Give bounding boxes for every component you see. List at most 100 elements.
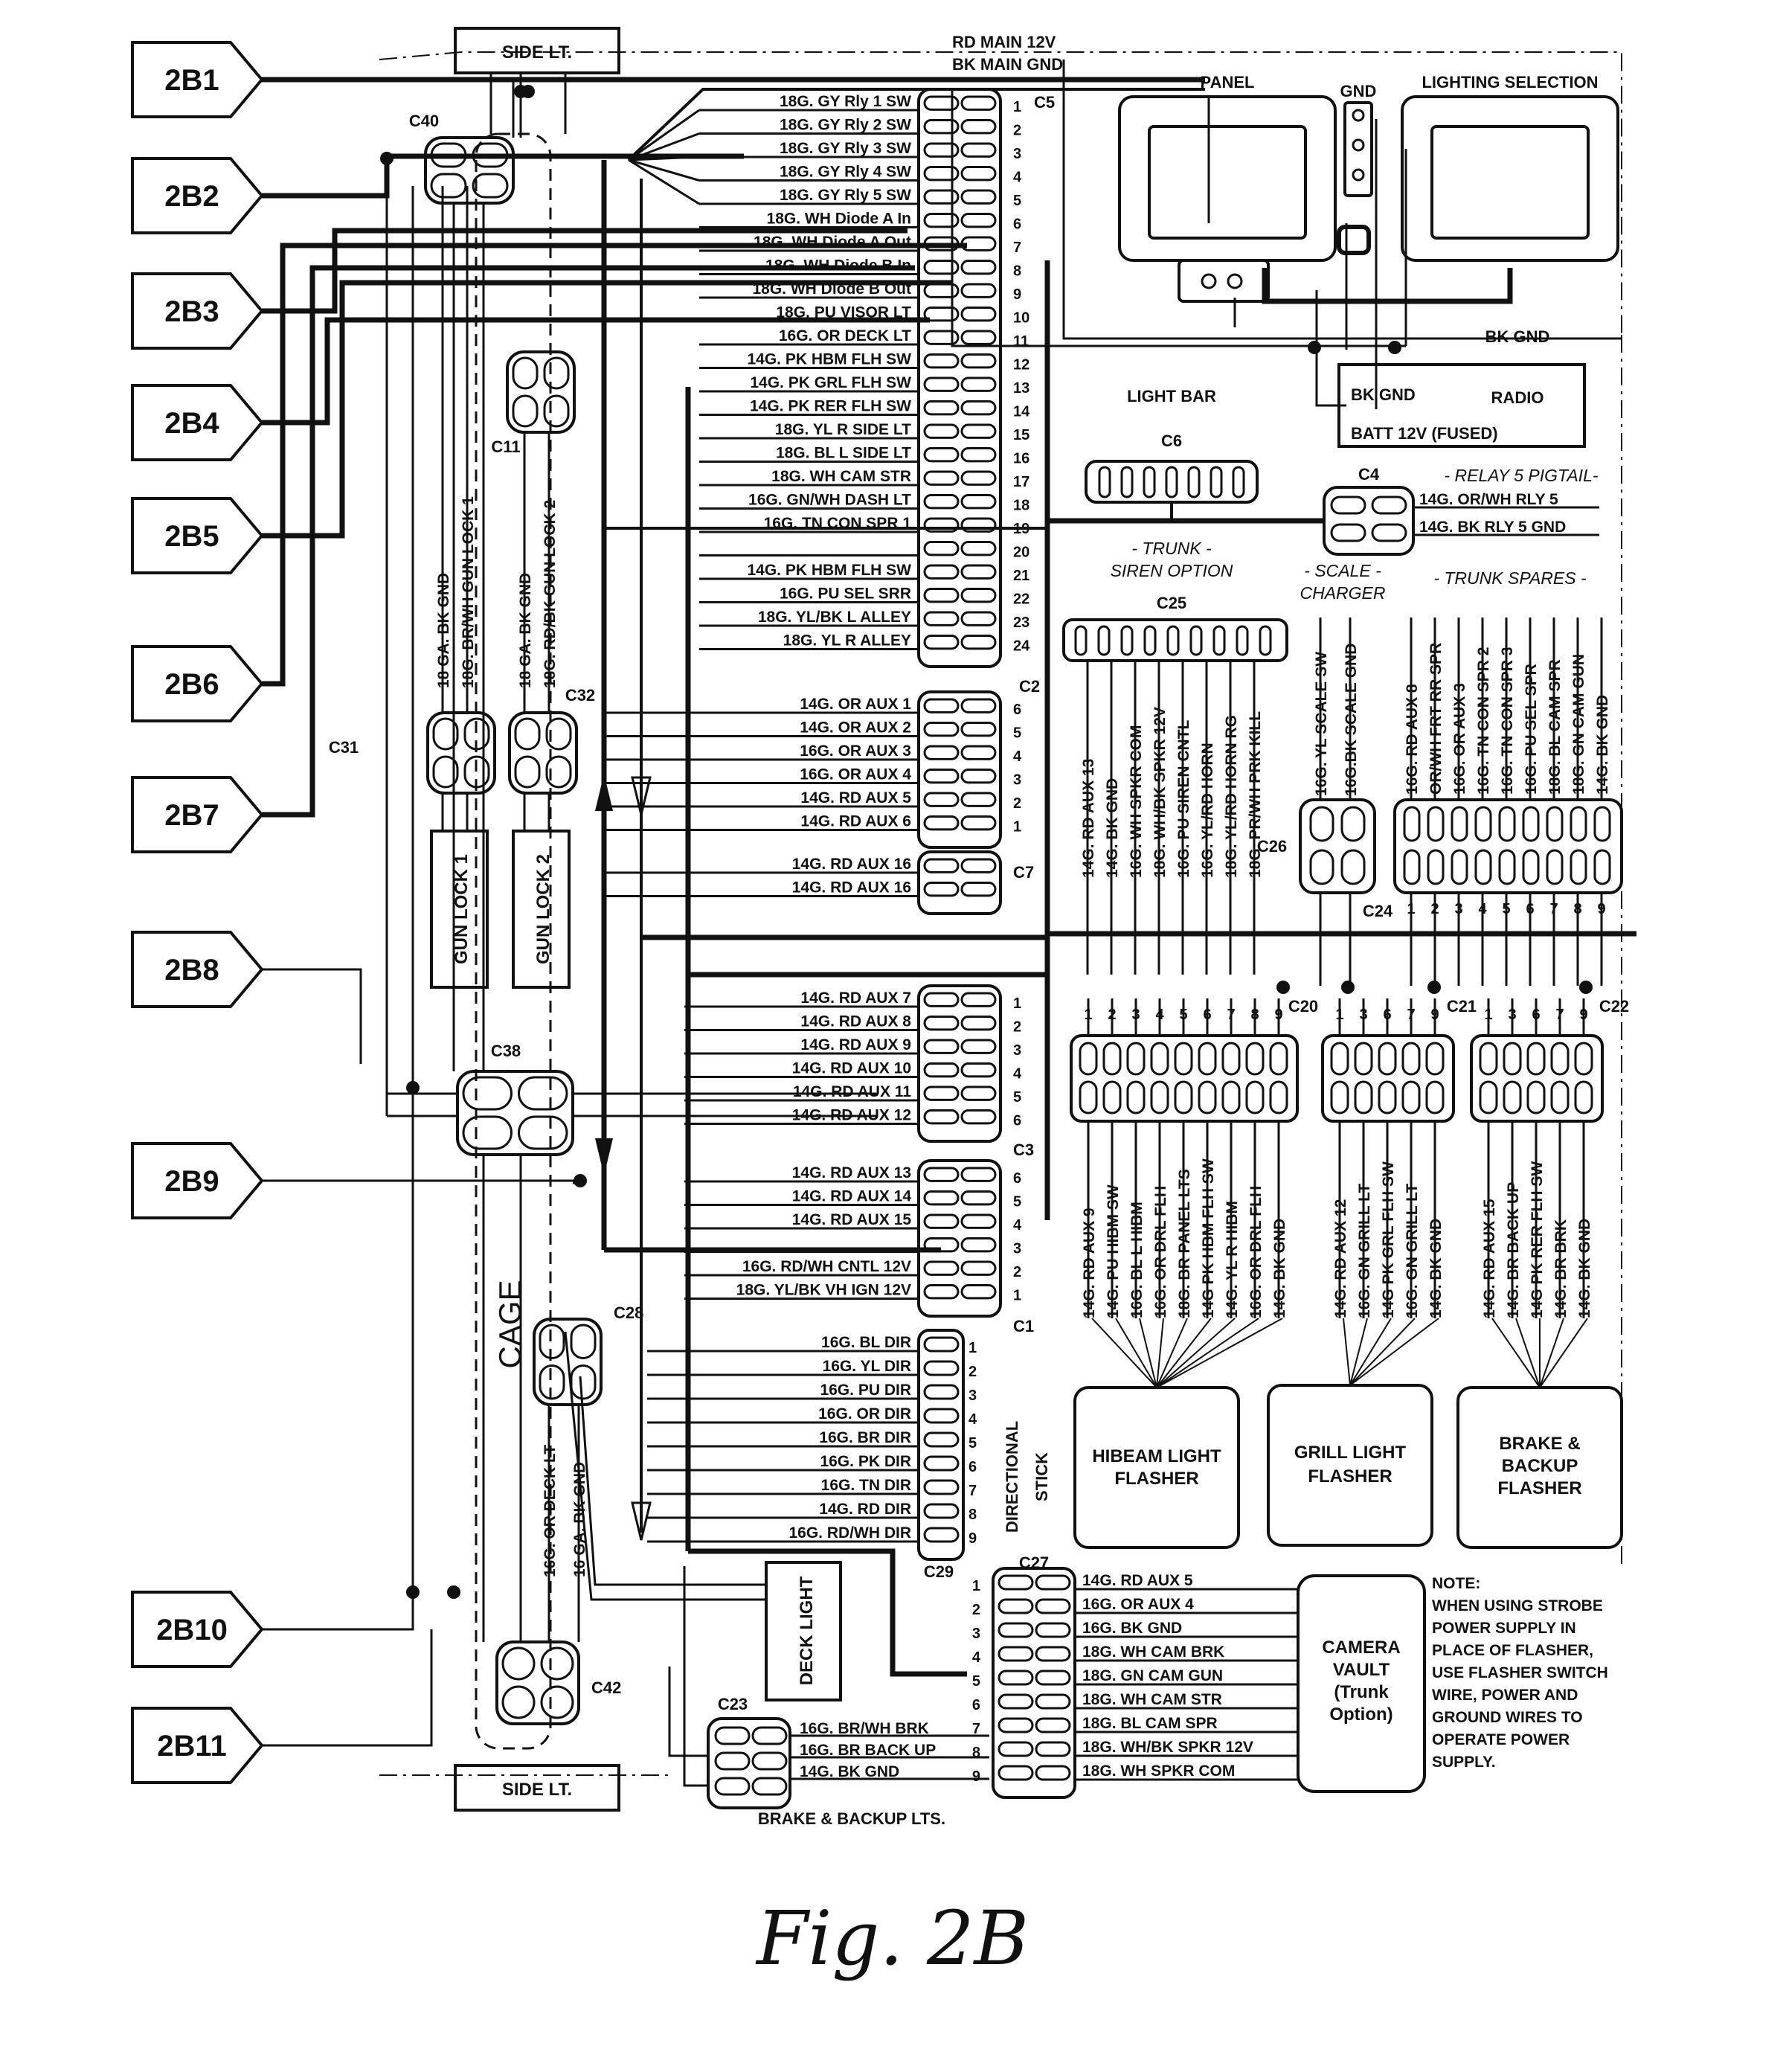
c29-wire-label: 16G. PU DIR — [820, 1382, 911, 1399]
c3-wire-label: 14G. RD AUX 8 — [800, 1013, 911, 1030]
c27-wire-label: 18G. WH CAM STR — [1082, 1691, 1222, 1708]
c27-pin-number: 4 — [972, 1649, 981, 1666]
connector-pin — [1309, 849, 1334, 885]
c23-wire-label: 16G. BR BACK UP — [800, 1742, 936, 1759]
connector-pin — [1451, 806, 1468, 842]
note-text: NOTE: — [1432, 1575, 1480, 1592]
connector-pin — [960, 611, 997, 626]
connector-pin — [1330, 1042, 1349, 1076]
connector-pin — [1550, 1080, 1570, 1114]
connector-tag-label: 2B1 — [164, 64, 219, 97]
connector-pin — [1340, 806, 1366, 842]
c20-wire-label: 14G. YL R HIBM — [1224, 1201, 1241, 1318]
connector-pin — [923, 283, 960, 298]
connector-pin — [923, 470, 960, 486]
connector-pin — [960, 213, 997, 228]
c24-wire-label: 16G. RD AUX 8 — [1404, 684, 1421, 795]
connector-pin — [1503, 1042, 1522, 1076]
c27-wire-label: 14G. RD AUX 5 — [1082, 1572, 1193, 1589]
c20-label: C20 — [1288, 997, 1318, 1016]
grill-flasher-label: GRILL LIGHT — [1294, 1443, 1407, 1463]
gnd-label: GND — [1340, 82, 1377, 100]
lighting-selection-label: LIGHTING SELECTION — [1422, 73, 1598, 92]
connector-pin — [1526, 1042, 1546, 1076]
connector-pin — [501, 1646, 536, 1681]
c42-connector — [495, 1640, 580, 1725]
c5-wire-label: 18G. YL R SIDE LT — [775, 421, 911, 438]
connector-pin — [1035, 1646, 1071, 1662]
c20-wire-label: 14G. PU HIBM SW — [1105, 1184, 1122, 1318]
connector-pin — [960, 95, 997, 111]
connector-pin — [923, 1085, 960, 1101]
c5-wire-label: 14G. PK HBM FLH SW — [747, 562, 911, 579]
connector-pin — [923, 119, 960, 135]
connector-pin — [1593, 806, 1611, 842]
c21-label: C21 — [1447, 997, 1477, 1016]
text-labels: 2B12B22B32B42B52B62B72B82B92B102B11CAGES… — [156, 33, 1629, 1982]
c20-pin-number: 7 — [1227, 1007, 1235, 1023]
c1-label: C1 — [1013, 1317, 1034, 1335]
c21-wire-label: 14G. RD AUX 12 — [1332, 1199, 1349, 1318]
junction-dot — [514, 85, 527, 98]
connector-pin — [960, 1085, 997, 1101]
c21-pin-number: 6 — [1383, 1007, 1391, 1023]
charger-note: CHARGER — [1300, 583, 1385, 603]
c22-wire-label: 14G. BR BACK UP — [1505, 1182, 1522, 1318]
c3-wire-label: 14G. RD AUX 9 — [800, 1036, 911, 1053]
c1-wire-label: 14G. RD AUX 15 — [792, 1211, 912, 1228]
connector-pin — [923, 611, 960, 626]
connector-pin — [1371, 523, 1407, 542]
connector-pin — [923, 1408, 960, 1424]
hibeam-flasher-box — [1073, 1386, 1240, 1549]
connector-pin — [751, 1726, 788, 1745]
lighting-selection-box — [1401, 95, 1619, 262]
c5-pin-number: 12 — [1013, 357, 1029, 373]
c20-wire-label: 16G. OR DRL FLH — [1247, 1186, 1265, 1318]
c24-wire-label: OR/WH FRT RR SPR — [1427, 643, 1445, 795]
bk-main-label: BK MAIN GND — [952, 55, 1063, 74]
connector-pin — [998, 1598, 1034, 1614]
c29-wire-label: 16G. BL DIR — [821, 1334, 911, 1351]
connector-pin — [998, 1765, 1034, 1781]
c4-wire-label: 14G. OR/WH RLY 5 — [1419, 491, 1558, 508]
connector-pin — [1401, 1080, 1421, 1114]
c29-wire-label: 16G. RD/WH DIR — [788, 1524, 911, 1542]
c5-wire-label: 18G. GY Rly 3 SW — [780, 140, 911, 157]
connector-pin — [1269, 1080, 1288, 1114]
panel-label: PANEL — [1201, 73, 1255, 92]
c5-wire-label: 18G. WH Diode A Out — [754, 234, 911, 251]
connector-tag-2b2 — [131, 157, 264, 234]
connector-pin — [1546, 849, 1564, 885]
connector-pin — [960, 1039, 997, 1054]
c2-connector — [917, 690, 1002, 849]
connector-tag-label: 2B3 — [164, 295, 219, 328]
c42-label: C42 — [591, 1678, 621, 1697]
c25-wire-label: 18G. YL/RD HORN RG — [1223, 715, 1240, 878]
connector-pin — [1236, 625, 1249, 656]
connector-pin — [1079, 1042, 1098, 1076]
brake-flasher-label: BACKUP — [1502, 1456, 1578, 1476]
c23-connector — [707, 1717, 791, 1809]
connector-pin — [923, 1213, 960, 1229]
arrow-up — [595, 774, 613, 811]
connector-pin — [923, 722, 960, 737]
c24-wire-label: 16G. PU SEL SPR — [1523, 664, 1540, 795]
trunk-spares-note: - TRUNK SPARES - — [1433, 568, 1587, 588]
c5-pin-number: 23 — [1013, 615, 1029, 631]
c5-pin-number: 22 — [1013, 591, 1029, 608]
connector-pin — [1035, 1741, 1071, 1757]
c28-wire-label: 16 GA. BK GND — [571, 1462, 588, 1577]
connector-pin — [923, 166, 960, 182]
connector-pin — [1403, 849, 1421, 885]
c22-pin-number: 1 — [1484, 1007, 1492, 1023]
c24-pin-number: 1 — [1407, 901, 1415, 917]
c5-wire-label: 18G. WH Diode A In — [767, 211, 911, 228]
connector-tag-label: 2B9 — [164, 1165, 219, 1198]
connector-pin — [1354, 1080, 1373, 1114]
c21-pin-number: 7 — [1407, 1007, 1415, 1023]
figure-label: Fig. 2B — [755, 1895, 1029, 1982]
connector-tag-2b10 — [131, 1591, 264, 1668]
c22-connector — [1470, 1034, 1604, 1123]
connector-pin — [1198, 1042, 1217, 1076]
c5-wire-label: 18G. GY Rly 4 SW — [780, 164, 911, 181]
